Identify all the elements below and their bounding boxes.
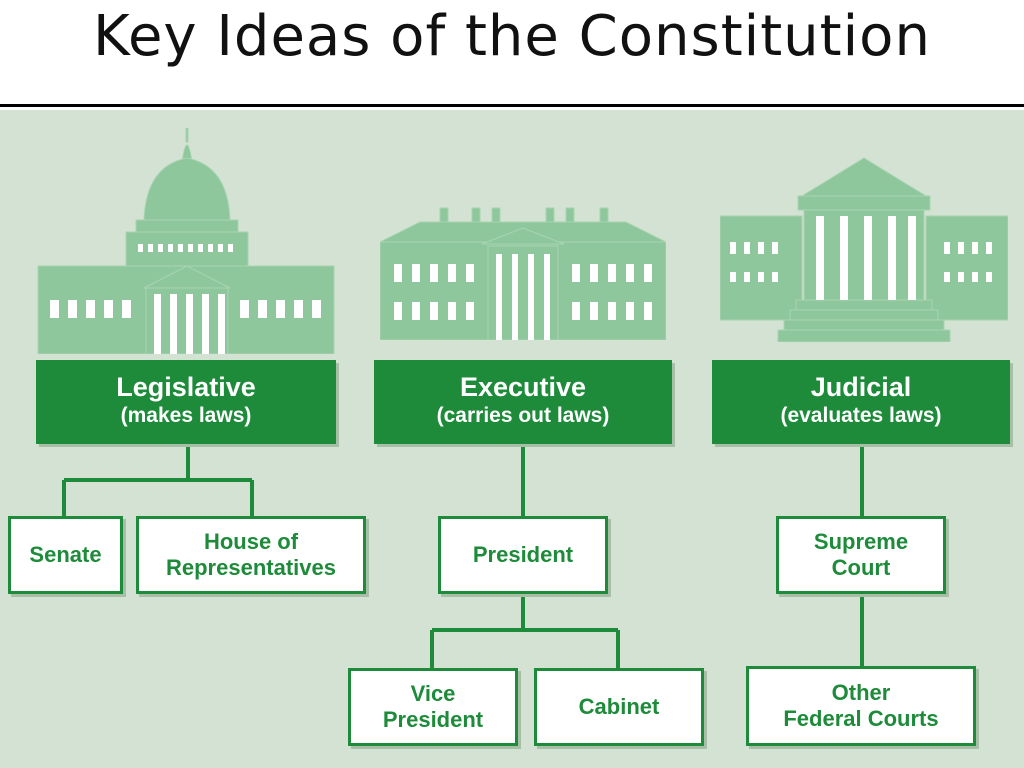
node-label-line: Other bbox=[831, 680, 891, 705]
node-senate: Senate bbox=[8, 516, 123, 594]
node-label-line: President bbox=[382, 707, 484, 732]
branches-diagram: Legislative (makes laws) Executive (carr… bbox=[0, 110, 1024, 768]
node-label-line: Federal Courts bbox=[783, 706, 939, 731]
capitol-building-icon bbox=[37, 128, 335, 354]
supreme-court-building-icon bbox=[720, 157, 1008, 342]
node-label-line: Court bbox=[831, 555, 891, 580]
node-other-federal-courts: Other Federal Courts bbox=[746, 666, 976, 746]
node-label-line: Vice bbox=[410, 681, 456, 706]
title-divider bbox=[0, 104, 1024, 107]
connector-lines bbox=[62, 444, 864, 668]
branch-judicial: Judicial (evaluates laws) bbox=[712, 360, 1010, 444]
branch-description: (evaluates laws) bbox=[780, 404, 942, 427]
node-label: Senate bbox=[29, 542, 102, 567]
node-president: President bbox=[438, 516, 608, 594]
node-label-line: Representatives bbox=[166, 555, 336, 580]
branch-description: (carries out laws) bbox=[436, 404, 610, 427]
node-cabinet: Cabinet bbox=[534, 668, 704, 746]
branch-executive: Executive (carries out laws) bbox=[374, 360, 672, 444]
node-label-line: House of bbox=[203, 529, 299, 554]
white-house-building-icon bbox=[380, 207, 666, 340]
branch-title: Judicial bbox=[810, 372, 912, 402]
node-supreme-court: Supreme Court bbox=[776, 516, 946, 594]
branch-description: (makes laws) bbox=[120, 404, 252, 427]
node-label-line: Supreme bbox=[813, 529, 909, 554]
branch-title: Executive bbox=[459, 372, 587, 402]
node-house-of-representatives: House of Representatives bbox=[136, 516, 366, 594]
node-label: President bbox=[472, 542, 574, 567]
branch-title: Legislative bbox=[116, 372, 256, 402]
branch-legislative: Legislative (makes laws) bbox=[36, 360, 336, 444]
node-vice-president: Vice President bbox=[348, 668, 518, 746]
slide-title: Key Ideas of the Constitution bbox=[93, 4, 931, 69]
node-label: Cabinet bbox=[578, 694, 660, 719]
